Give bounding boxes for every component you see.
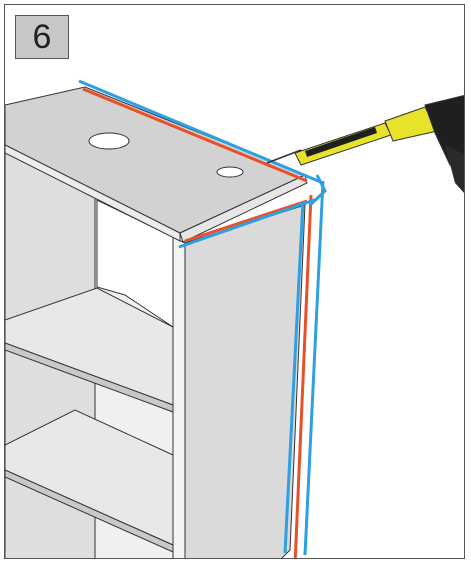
masking-tape-top-front — [178, 197, 318, 249]
cabinet-illustration — [5, 79, 464, 558]
step-number-box: 6 — [15, 15, 69, 59]
edge-banding-side — [293, 194, 313, 558]
cabinet-top-thickness-side — [179, 174, 308, 243]
cabinet-top-thickness-front — [5, 144, 181, 242]
step-number: 6 — [32, 17, 52, 56]
edge-banding-top-front — [184, 199, 308, 243]
instruction-panel: 6 — [4, 4, 465, 559]
masking-tape-side-outer — [303, 180, 325, 556]
cabinet-front-edge — [172, 236, 186, 558]
glue-gun-icon — [266, 94, 464, 193]
cabinet-hole-left — [88, 132, 130, 150]
masking-tape-corner — [308, 174, 327, 207]
cabinet-hole-right — [216, 166, 244, 178]
edge-banding-top-back — [82, 87, 308, 183]
masking-tape-side-inner — [283, 200, 305, 554]
masking-tape-top-back — [78, 79, 324, 185]
